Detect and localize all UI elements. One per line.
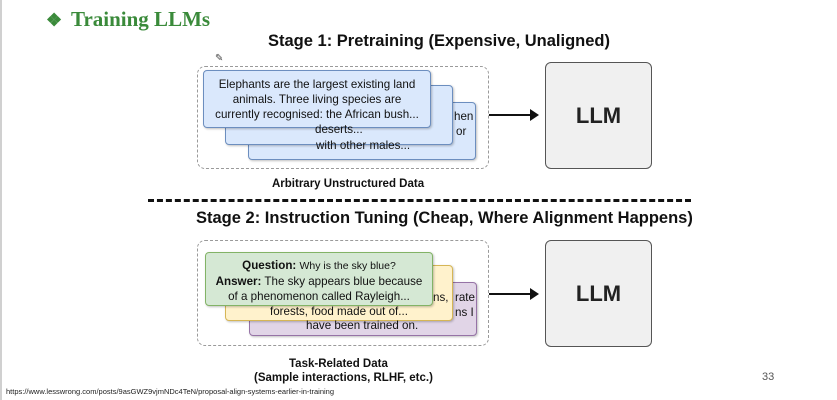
stage1-middle-fragment: hen bbox=[454, 110, 474, 123]
stage2-back-fragment: ns I bbox=[455, 306, 474, 319]
answer-text: The sky appears blue because of a phenom… bbox=[228, 275, 423, 303]
question-text: Why is the sky blue? bbox=[299, 260, 396, 272]
stage2-back-fragment: have been trained on. bbox=[306, 319, 419, 332]
stage2-back-fragment: rate bbox=[455, 291, 475, 304]
stage2-middle-fragment: ns, bbox=[433, 291, 449, 304]
stage2-answer-line: Answer: The sky appears blue because of … bbox=[214, 274, 424, 304]
question-label: Question: bbox=[242, 259, 297, 272]
stage1-data-group bbox=[197, 66, 489, 169]
arrow-right-icon bbox=[489, 288, 539, 300]
diamond-bullet-icon: ❖ bbox=[46, 10, 63, 30]
stage2-data-group bbox=[197, 240, 489, 346]
stage2-caption-line2: (Sample interactions, RLHF, etc.) bbox=[254, 372, 433, 384]
stage2-front-card: Question: Why is the sky blue? Answer: T… bbox=[205, 252, 433, 306]
page-number: 33 bbox=[762, 371, 775, 383]
stage2-heading: Stage 2: Instruction Tuning (Cheap, Wher… bbox=[196, 209, 693, 227]
slide-title: ❖ Training LLMs bbox=[46, 7, 210, 32]
stage2-caption-line1: Task-Related Data bbox=[289, 358, 388, 370]
stage2-question-line: Question: Why is the sky blue? bbox=[214, 258, 424, 274]
source-link[interactable]: https://www.lesswrong.com/posts/9asGWZ9v… bbox=[6, 387, 335, 396]
arrow-right-icon bbox=[489, 109, 539, 121]
stage1-caption: Arbitrary Unstructured Data bbox=[272, 178, 425, 190]
slide-edge bbox=[0, 0, 2, 400]
answer-label: Answer: bbox=[215, 275, 262, 288]
stage1-back-fragment: with other males... bbox=[316, 139, 411, 152]
slide-title-text: Training LLMs bbox=[71, 7, 211, 31]
stage1-front-card: Elephants are the largest existing land … bbox=[203, 70, 431, 128]
stage1-middle-fragment: or bbox=[456, 125, 467, 138]
stage1-front-card-text: Elephants are the largest existing land … bbox=[215, 78, 419, 121]
stage2-middle-fragment: forests, food made out of... bbox=[270, 305, 408, 318]
stage1-middle-fragment: deserts... bbox=[315, 123, 363, 136]
stage1-heading: Stage 1: Pretraining (Expensive, Unalign… bbox=[268, 32, 610, 50]
stage-divider bbox=[148, 199, 691, 202]
llm-box-stage2: LLM bbox=[545, 240, 652, 347]
llm-box-stage1: LLM bbox=[545, 62, 652, 169]
pencil-icon: ✎ bbox=[215, 53, 224, 64]
